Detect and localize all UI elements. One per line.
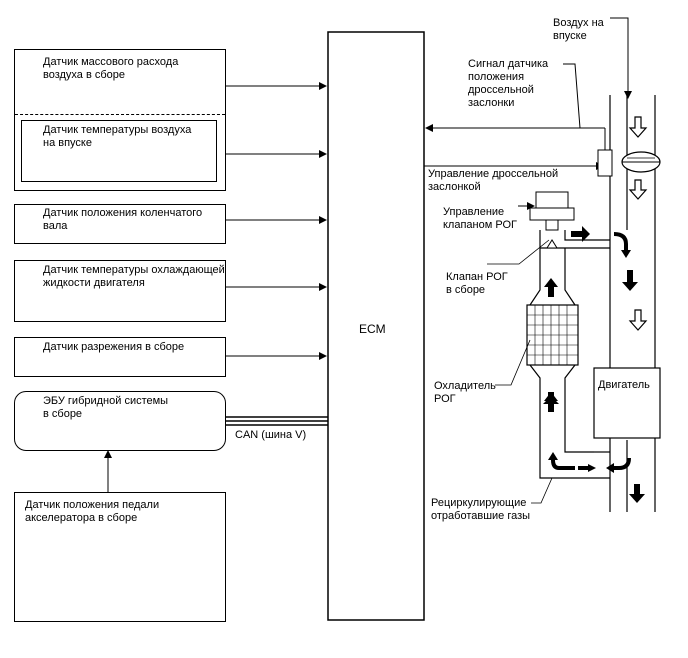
hv-ecu-box: ЭБУ гибридной системы в сборе: [14, 391, 226, 451]
egr-cooler-leader: [495, 339, 531, 386]
can-label: CAN (шина V): [235, 429, 307, 441]
maf-sensor-box: Датчик массового расхода воздуха в сборе…: [14, 49, 226, 191]
ecm-label: ECM: [359, 322, 386, 336]
egr-cooler-label: Охладитель РОГ: [434, 380, 496, 405]
map-sensor-box: Датчик разрежения в сборе: [14, 337, 226, 377]
app-sensor-label: Датчик положения педали акселератора в с…: [25, 499, 160, 524]
egr-flow-arrows: [543, 226, 645, 503]
tps-signal-line: [425, 63, 581, 132]
engine-label: Двигатель: [598, 379, 650, 391]
iat-sensor-label: Датчик температуры воздуха на впуске: [43, 124, 192, 149]
curve-arrow-egr: [551, 459, 575, 470]
egr-valve-leader: [487, 239, 550, 265]
air-flow-arrows: [628, 116, 648, 331]
egr-valve-ctrl-label: Управление клапаном РОГ: [443, 206, 517, 231]
ecm-box: [327, 31, 425, 621]
egr-valve-triangle: [546, 239, 558, 249]
tps-signal-label: Сигнал датчика положения дроссельной зас…: [468, 58, 549, 109]
maf-sensor-label: Датчик массового расхода воздуха в сборе: [43, 56, 179, 81]
hv-ecu-label: ЭБУ гибридной системы в сборе: [43, 395, 169, 420]
app-sensor-box: Датчик положения педали акселератора в с…: [14, 492, 226, 622]
throttle-ctrl-label: Управление дроссельной заслонкой: [428, 168, 559, 193]
ckp-sensor-label: Датчик положения коленчатого вала: [43, 207, 203, 232]
curve-arrow-bottom: [614, 457, 631, 470]
intake-air-label: Воздух на впуске: [553, 17, 604, 42]
throttle-sensor: [597, 149, 613, 177]
egr-gas-leader: [531, 477, 553, 504]
egr-cooler-grid: [527, 305, 578, 365]
ect-sensor-box: Датчик температуры охлаждающей жидкости …: [14, 260, 226, 322]
curve-arrow-top: [613, 232, 628, 250]
ckp-sensor-box: Датчик положения коленчатого вала: [14, 204, 226, 244]
ect-sensor-label: Датчик температуры охлаждающей жидкости …: [43, 264, 225, 289]
engine-block: [593, 367, 661, 439]
map-sensor-label: Датчик разрежения в сборе: [43, 341, 185, 353]
egr-valve-label: Клапан РОГ в сборе: [446, 271, 508, 296]
intake-air-leader: [610, 17, 632, 99]
maf-dashed-divider: [15, 114, 225, 115]
egr-gas-label: Рециркулирующие отработавшие газы: [431, 497, 531, 522]
iat-sensor-box: Датчик температуры воздуха на впуске: [21, 120, 217, 182]
